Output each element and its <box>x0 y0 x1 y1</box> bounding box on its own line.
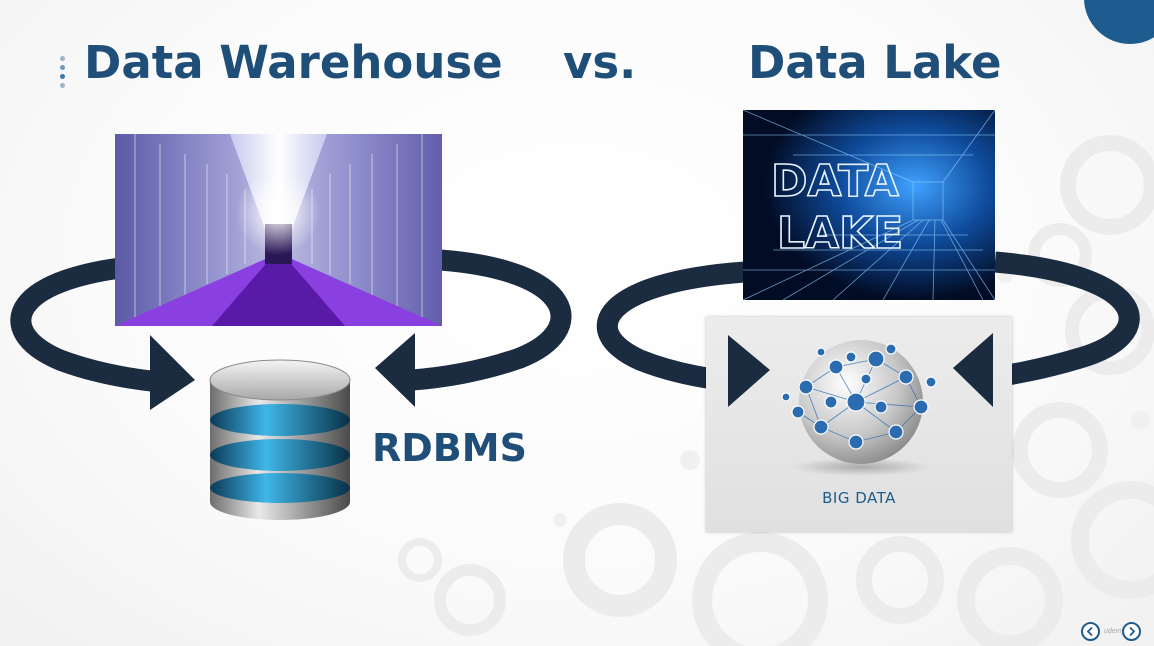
udemy-watermark: udemy <box>1104 628 1126 635</box>
rdbms-label: RDBMS <box>372 426 527 470</box>
big-data-label: BIG DATA <box>822 489 896 507</box>
title-vs: vs. <box>563 36 637 89</box>
previous-slide-button[interactable] <box>1081 622 1100 641</box>
database-icon <box>209 359 351 520</box>
title-data-lake: Data Lake <box>748 36 1002 89</box>
next-slide-button[interactable] <box>1122 622 1141 641</box>
big-data-image: BIG DATA <box>706 317 1012 532</box>
title-data-warehouse: Data Warehouse <box>84 36 503 89</box>
data-warehouse-image <box>115 134 442 326</box>
data-lake-image: DATA LAKE <box>743 110 995 300</box>
data-lake-image-word-data: DATA <box>771 156 899 207</box>
title-bullet-dots <box>59 56 67 96</box>
data-lake-image-word-lake: LAKE <box>777 208 903 259</box>
chevron-right-icon <box>1129 626 1136 637</box>
chevron-left-icon <box>1086 626 1093 637</box>
